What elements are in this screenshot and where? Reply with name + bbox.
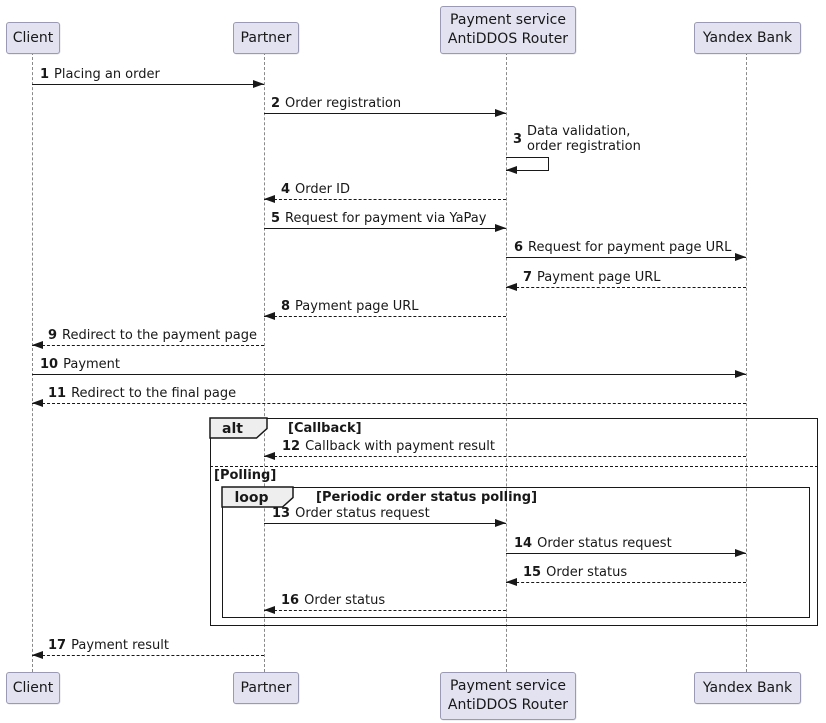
lifeline-bank [745,52,747,672]
message-14-line [506,553,746,554]
arrowhead-left-icon [264,195,275,203]
message-10-line [32,374,746,375]
message-7-line [506,287,746,288]
alt-divider-label: [Polling] [214,468,277,483]
arrowhead-left-icon [32,399,43,407]
lifeline-router [505,52,507,672]
arrowhead-left-icon [264,452,275,460]
participant-router-bottom: Payment service AntiDDOS Router [440,672,576,720]
arrowhead-left-icon [506,166,517,174]
message-13-line [264,523,506,524]
message-3-self-top [506,157,549,158]
message-11-line [32,403,746,404]
message-17-line [32,655,264,656]
participant-partner-top: Partner [233,22,299,54]
arrowhead-right-icon [735,253,746,261]
loop-tab-shape [221,486,294,508]
loop-frame [222,487,810,618]
lifeline-partner [263,52,265,672]
message-6-line [506,257,746,258]
lifeline-client [31,52,33,672]
message-5-line [264,228,506,229]
message-1-line [32,84,264,85]
message-3-self-bottom [506,170,549,171]
message-12-line [264,456,746,457]
alt-divider-line [210,466,818,467]
arrowhead-left-icon [32,651,43,659]
arrowhead-right-icon [735,370,746,378]
message-8-line [264,316,506,317]
participant-bank-top: Yandex Bank [694,22,801,54]
participant-client-top: Client [6,22,60,54]
arrowhead-left-icon [32,341,43,349]
participant-client-bottom: Client [6,672,60,704]
alt-tab-shape [209,417,268,439]
alt-frame [210,418,818,626]
arrowhead-right-icon [735,549,746,557]
participant-partner-bottom: Partner [233,672,299,704]
loop-keyword: loop [234,490,269,506]
arrowhead-left-icon [264,606,275,614]
message-4-line [264,199,506,200]
arrowhead-right-icon [253,80,264,88]
arrowhead-right-icon [495,519,506,527]
loop-condition: [Periodic order status polling] [316,490,538,505]
alt-condition: [Callback] [288,421,362,436]
message-16-line [264,610,506,611]
message-15-line [506,582,746,583]
participant-router-top: Payment service AntiDDOS Router [440,6,576,54]
arrowhead-left-icon [506,578,517,586]
arrowhead-left-icon [264,312,275,320]
arrowhead-right-icon [495,109,506,117]
alt-keyword: alt [222,421,243,437]
message-3-self-right [548,157,549,171]
arrowhead-right-icon [495,224,506,232]
message-9-line [32,345,264,346]
message-2-line [264,113,506,114]
arrowhead-left-icon [506,283,517,291]
participant-bank-bottom: Yandex Bank [694,672,801,704]
